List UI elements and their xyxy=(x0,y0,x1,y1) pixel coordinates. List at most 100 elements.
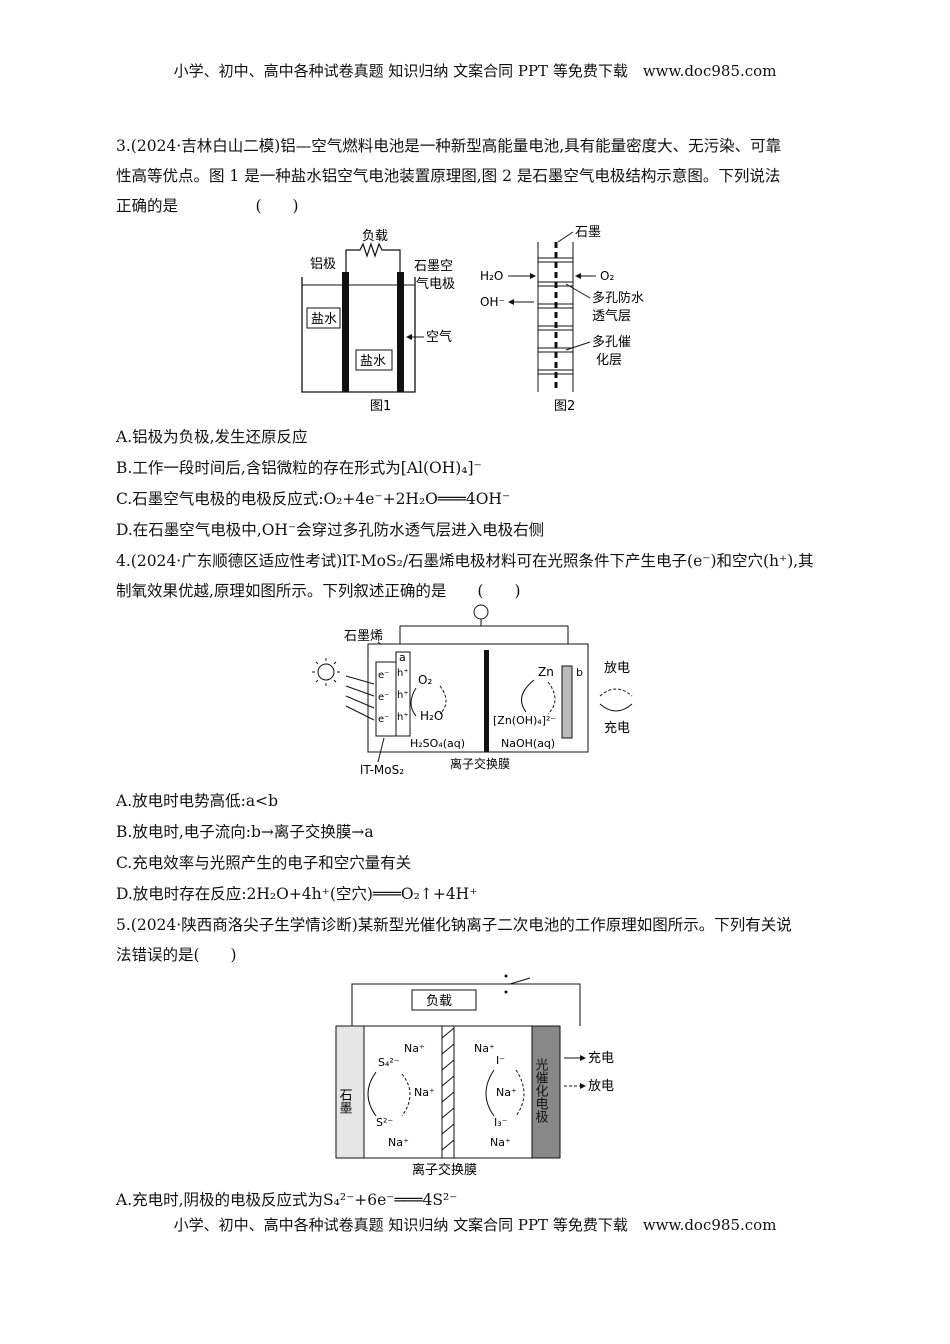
fig1-cathode-label2: 气电极 xyxy=(416,276,455,292)
q3-stem-line1: 3.(2024·吉林白山二模)铝—空气燃料电池是一种新型高能量电池,具有能量密度… xyxy=(116,137,782,155)
q4-option-d: D.放电时存在反应:2H₂O+4h⁺(空穴)═══O₂↑+4H⁺ xyxy=(116,885,478,903)
q4-stem-line2: 制氧效果优越,原理如图所示。下列叙述正确的是 ( ) xyxy=(116,582,521,600)
q5-figure: 负载 石墨 光催化电极 Na⁺ Na⁺ Na⁺ Na⁺ Na⁺ Na⁺ S₄²⁻… xyxy=(335,974,614,1178)
q4-discharge-label: 放电 xyxy=(604,661,630,676)
q5-charge-arrowhead xyxy=(580,1055,586,1061)
q5-s-ion: S²⁻ xyxy=(376,1116,393,1129)
q4-graphene-electrode-a xyxy=(395,651,411,737)
q5-right-arrow-solid xyxy=(485,1069,495,1117)
fig2-o2-arrowhead xyxy=(575,273,581,279)
fig1-cathode-label1: 石墨空 xyxy=(414,259,453,274)
fig2-layer2-pointer xyxy=(565,341,591,351)
fig2-o2-label: O₂ xyxy=(600,269,614,283)
fig1-brine-box2 xyxy=(355,349,393,371)
q3-option-d: D.在石墨空气电极中,OH⁻会穿过多孔防水透气层进入电极右侧 xyxy=(116,521,545,539)
q4-zincate-label: [Zn(OH)₄]²⁻ xyxy=(493,714,556,727)
q5-switch-contact-top xyxy=(504,974,508,978)
q5-photo-label: 光催化电极 xyxy=(533,1058,549,1123)
q5-stem-line1: 5.(2024·陕西商洛尖子生学情诊断)某新型光催化钠离子二次电池的工作原理如图… xyxy=(116,916,792,934)
fig1-air-arrowhead xyxy=(406,334,412,340)
fig2-h2o-arrowhead xyxy=(530,273,536,279)
q5-graphite-label: 石墨 xyxy=(337,1088,353,1114)
fig1-container xyxy=(301,277,416,393)
q4-h2o-label: H₂O xyxy=(420,709,443,723)
q4-light-rays xyxy=(345,675,375,721)
q3-option-c: C.石墨空气电极的电极反应式:O₂+4e⁻+2H₂O═══4OH⁻ xyxy=(116,490,511,508)
fig2-oh-label: OH⁻ xyxy=(480,295,505,309)
q5-left-arrow-solid xyxy=(367,1071,377,1117)
q5-discharge-arrowhead xyxy=(580,1083,586,1089)
fig2-layer1-label1: 多孔防水 xyxy=(592,290,644,306)
q5-na-3: Na⁺ xyxy=(388,1136,409,1149)
fig2-layer1-label2: 透气层 xyxy=(592,308,631,324)
q5-i3-ion: I₃⁻ xyxy=(494,1116,508,1129)
q5-stem-line2: 法错误的是( ) xyxy=(116,946,237,964)
q4-naoh-label: NaOH(aq) xyxy=(501,737,555,750)
fig2-layer1-pointer xyxy=(565,283,591,299)
q4-hole-3: h⁺ xyxy=(397,712,409,723)
q4-charge-arrow xyxy=(599,703,633,712)
q5-na-2: Na⁺ xyxy=(414,1086,435,1099)
fig1-graphite-electrode xyxy=(397,272,404,392)
q4-left-arrow-solid xyxy=(410,687,417,717)
q4-right-arrow-dashed xyxy=(547,681,556,715)
fig2-graphite-label: 石墨 xyxy=(575,225,601,240)
q5-graphite-electrode xyxy=(335,1025,365,1159)
q4-sun-icon xyxy=(312,658,340,686)
fig1-brine-box1 xyxy=(306,307,341,329)
fig1-load-label: 负载 xyxy=(362,229,388,244)
fig1-al-electrode xyxy=(342,272,349,392)
q3-figure-1: 负载 铝极 石墨空 气电极 盐水 盐水 空气 图1 xyxy=(301,229,455,414)
q5-na-1: Na⁺ xyxy=(404,1042,425,1055)
q4-option-b: B.放电时,电子流向:b→离子交换膜→a xyxy=(116,823,374,841)
q4-left-arrow-dashed xyxy=(439,685,447,715)
q4-o2-label: O₂ xyxy=(418,673,432,687)
q5-load-label: 负载 xyxy=(426,994,452,1009)
q5-na-6: Na⁺ xyxy=(490,1136,511,1149)
fig1-air-label: 空气 xyxy=(426,329,452,345)
fig2-h2o-label: H₂O xyxy=(480,269,503,283)
q4-stem-line1: 4.(2024·广东顺德区适应性考试)lT-MoS₂/石墨烯电极材料可在光照条件… xyxy=(116,552,814,570)
q4-h2so4-label: H₂SO₄(aq) xyxy=(410,737,465,750)
q4-electron-1: e⁻ xyxy=(378,670,389,681)
fig1-brine-label1: 盐水 xyxy=(311,312,337,327)
fig2-layer2-label2: 化层 xyxy=(596,353,622,368)
q4-membrane-label: 离子交换膜 xyxy=(450,756,510,771)
q5-discharge-label: 放电 xyxy=(588,1079,614,1094)
fig2-caption: 图2 xyxy=(554,399,575,414)
q4-right-arrow-solid xyxy=(521,679,535,713)
q4-hole-2: h⁺ xyxy=(397,690,409,701)
fig2-oh-arrowhead xyxy=(508,299,514,305)
q5-photo-electrode xyxy=(531,1025,561,1159)
page-header: 小学、初中、高中各种试卷真题 知识归纳 文案合同 PPT 等免费下载 www.d… xyxy=(173,62,777,80)
q3-option-a: A.铝极为负极,发生还原反应 xyxy=(116,428,308,446)
q5-ions: Na⁺ Na⁺ Na⁺ Na⁺ Na⁺ Na⁺ S₄²⁻ S²⁻ I⁻ I₃⁻ xyxy=(376,1042,517,1149)
q3-figure-2: 石墨 H₂O OH⁻ O₂ 多孔防水 透气层 多孔催 化层 图2 xyxy=(480,225,644,414)
q5-charge-label: 充电 xyxy=(588,1050,614,1066)
q4-charge-carriers: e⁻ e⁻ e⁻ h⁺ h⁺ h⁺ xyxy=(378,668,409,725)
q4-mos2-label: lT-MoS₂ xyxy=(360,763,404,777)
q5-switch-contact-bottom xyxy=(504,990,508,994)
q5-wire xyxy=(351,983,581,1026)
fig1-caption: 图1 xyxy=(370,399,391,414)
q5-i-ion: I⁻ xyxy=(496,1054,505,1067)
q5-na-4: Na⁺ xyxy=(474,1042,495,1055)
fig2-graphite-pointer xyxy=(557,231,574,243)
q5-switch xyxy=(509,977,531,985)
q4-electrode-b-label: b xyxy=(576,666,583,679)
q4-bulb-icon xyxy=(473,604,489,620)
fig2-layer2-label1: 多孔催 xyxy=(592,334,631,350)
q4-membrane xyxy=(484,650,489,752)
q3-option-b: B.工作一段时间后,含铝微粒的存在形式为[Al(OH)₄]⁻ xyxy=(116,459,482,477)
q4-mos2-pointer xyxy=(377,737,385,763)
fig1-wire xyxy=(345,242,401,285)
q5-option-a: A.充电时,阴极的电极反应式为S₄²⁻+6e⁻═══4S²⁻ xyxy=(116,1191,458,1209)
q5-load-box xyxy=(411,989,477,1011)
q5-membrane-label: 离子交换膜 xyxy=(412,1162,477,1178)
q5-right-arrow-dashed xyxy=(515,1069,525,1117)
q4-option-c: C.充电效率与光照产生的电子和空穴量有关 xyxy=(116,854,412,872)
q5-s4-ion: S₄²⁻ xyxy=(378,1056,400,1069)
q4-graphene-label: 石墨烯 xyxy=(344,629,383,644)
q4-zn-label: Zn xyxy=(538,665,554,679)
q4-charge-label: 充电 xyxy=(604,720,630,736)
